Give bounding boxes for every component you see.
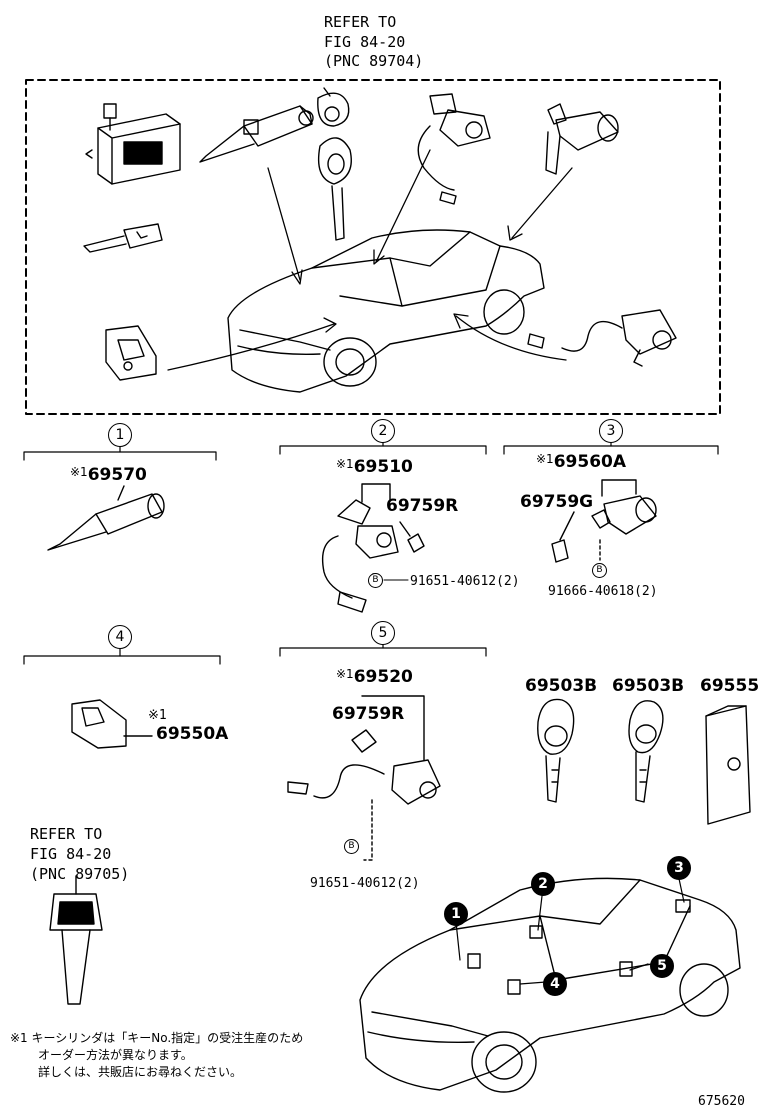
refer-bottom-line2: FIG 84-20: [30, 845, 112, 863]
part-number-text: 69520: [353, 667, 413, 687]
refer-bottom-line3: (PNC 89705): [30, 865, 130, 883]
part-number-91651-40612-b[interactable]: 91651-40612(2): [310, 876, 420, 891]
lock-marks-bottom: [467, 899, 691, 995]
ignition-cylinder-drawing: [47, 485, 165, 551]
footnote-line3: 詳しくは、共販店にお尋ねください。: [38, 1065, 243, 1079]
glovebox-lock-drawing-4: [71, 699, 153, 749]
refer-bottom-line1: REFER TO: [30, 825, 103, 843]
door-lock-drawing-top: [417, 93, 491, 205]
group-number-2: 2: [371, 419, 395, 443]
car-marker-4: 4: [543, 972, 567, 996]
part-number-69759g[interactable]: 69759G: [520, 492, 594, 512]
bolt-symbol-2: B: [368, 573, 383, 588]
group-number-5: 5: [371, 621, 395, 645]
order-mark: ※1: [336, 457, 354, 471]
door-lock-drawing-5: [287, 695, 441, 861]
valet-key-drawing: [49, 875, 103, 1005]
car-marker-2: 2: [531, 872, 555, 896]
part-number-69503b-b[interactable]: 69503B: [612, 676, 685, 696]
master-key-drawing-top: [317, 87, 352, 241]
part-number-69759r-a[interactable]: 69759R: [386, 496, 459, 516]
part-number-69560a[interactable]: ※169560A: [536, 449, 626, 472]
key-case-drawing: [705, 705, 751, 825]
refer-top-line1: REFER TO: [324, 13, 397, 31]
car-outline-bottom: [359, 877, 741, 1093]
refer-top-line2: FIG 84-20: [324, 33, 406, 51]
trunk-cylinder-drawing-top: [545, 103, 619, 175]
ecu-box-drawing: [85, 103, 181, 185]
master-key-drawing-1: [537, 698, 575, 803]
refer-top-line3: (PNC 89704): [324, 52, 424, 70]
order-mark: ※1: [536, 452, 554, 466]
part-number-91666-40618[interactable]: 91666-40618(2): [548, 584, 658, 599]
locator-arrows-top: [167, 149, 573, 371]
part-number-text: 69510: [353, 457, 413, 477]
trunk-cylinder-drawing-3: [551, 479, 657, 563]
overview-frame: [25, 79, 721, 415]
diagram-id: 675620: [698, 1094, 745, 1109]
group-brackets: [23, 439, 719, 665]
part-number-91651-40612-a[interactable]: 91651-40612(2): [410, 574, 520, 589]
door-lock-drawing-2: [321, 483, 425, 613]
part-number-69570[interactable]: ※169570: [70, 462, 147, 485]
rear-door-lock-drawing-top: [527, 309, 677, 367]
car-outline-top: [227, 229, 545, 393]
car-part-pointers: [455, 873, 685, 985]
group-number-3: 3: [599, 419, 623, 443]
part-number-text: 69560A: [553, 452, 627, 472]
car-marker-1: 1: [444, 902, 468, 926]
master-key-drawing-2: [628, 700, 664, 803]
plain-key-drawing: [83, 223, 163, 253]
car-marker-5: 5: [650, 954, 674, 978]
group-number-1: 1: [108, 423, 132, 447]
part-number-69503b-a[interactable]: 69503B: [525, 676, 598, 696]
order-mark: ※1: [70, 465, 88, 479]
part-number-text: 69570: [87, 465, 147, 485]
bolt-symbol-5: B: [344, 839, 359, 854]
ignition-cylinder-drawing-top: [199, 105, 314, 163]
part-number-69550a[interactable]: 69550A: [156, 724, 229, 744]
footnote-line2: オーダー方法が異なります。: [38, 1048, 193, 1062]
group-number-4: 4: [108, 625, 132, 649]
part-number-69510[interactable]: ※169510: [336, 454, 413, 477]
part-number-69555[interactable]: 69555: [700, 676, 760, 696]
order-mark-4: ※1: [148, 708, 167, 723]
part-number-69520[interactable]: ※169520: [336, 664, 413, 687]
car-marker-3: 3: [667, 856, 691, 880]
part-number-69759r-b[interactable]: 69759R: [332, 704, 405, 724]
footnote-line1: ※1 キーシリンダは「キーNo.指定」の受注生産のため: [10, 1031, 304, 1045]
bolt-symbol-3: B: [592, 563, 607, 578]
glovebox-lock-drawing-top: [105, 325, 157, 381]
order-mark: ※1: [336, 667, 354, 681]
